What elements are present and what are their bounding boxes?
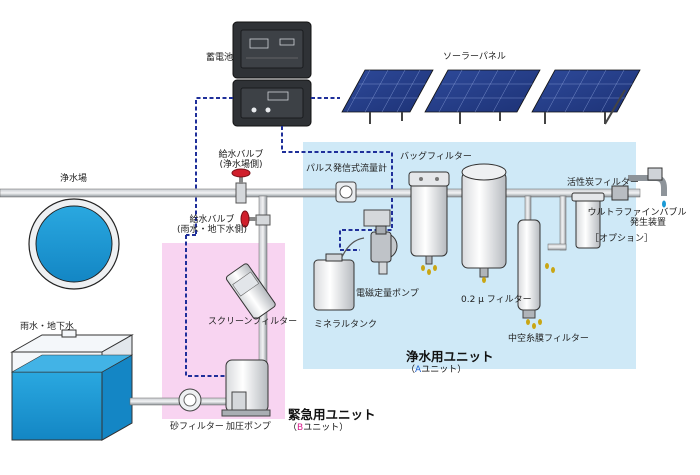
supply-valve-plant-label-1: 給水バルブ — [218, 150, 264, 160]
main-pipe — [0, 188, 641, 198]
bag-filter-label: バッグフィルター — [400, 152, 472, 162]
hollow-fiber-filter-label: 中空糸膜フィルター — [508, 334, 589, 344]
water-intake-label: 浄水場 — [60, 174, 88, 184]
screen-filter-label: スクリーンフィルター — [208, 317, 298, 327]
carbon-return-pipe — [547, 243, 567, 251]
option-label: ［オプション］ — [590, 234, 654, 244]
solar-panel — [531, 69, 641, 125]
unit-a-suffix: ユニット） — [421, 365, 467, 375]
screen-filter — [225, 263, 276, 320]
unit-a-title: 浄水用ユニット — [406, 349, 494, 364]
carbon-filter — [571, 192, 605, 249]
micron-filter-label: 0.2 μ フィルター — [461, 295, 532, 305]
water-intake-tank — [28, 198, 120, 290]
supply-valve-plant[interactable] — [231, 168, 251, 204]
supply-valve-rain[interactable] — [240, 210, 271, 228]
supply-valve-rain-label-1: 給水バルブ — [189, 215, 235, 225]
unit-a-prefix: （ — [406, 365, 416, 375]
sand-filter-label: 砂フィルター — [170, 422, 224, 432]
booster-pump — [221, 359, 271, 417]
ufb-label: ウルトラファインバブル 発生装置 — [587, 208, 686, 229]
ufb-label-1: ウルトラファインバブル — [587, 208, 687, 218]
battery-label: 蓄電池 — [206, 53, 234, 63]
mineral-tank-label: ミネラルタンク — [314, 320, 378, 330]
supply-valve-plant-label-2: (浄水場側) — [219, 160, 263, 171]
pulse-flowmeter — [335, 181, 357, 203]
unit-a-letter: A — [415, 365, 422, 375]
solar-panel-array — [341, 69, 641, 125]
sand-filter — [178, 388, 202, 412]
unit-b-suffix: ユニット） — [303, 423, 349, 433]
solar-panel-label: ソーラーパネル — [443, 52, 506, 62]
hollow-feed-pipe — [524, 195, 532, 221]
metering-pump-label: 電磁定量ポンプ — [356, 289, 419, 299]
ufb-label-2: 発生装置 — [629, 218, 667, 229]
pulse-flowmeter-label: パルス発信式流量計 — [306, 164, 388, 174]
rainwater-tank — [10, 329, 134, 441]
metering-pump — [363, 209, 398, 275]
micron-filter — [461, 163, 507, 283]
supply-valve-plant-label: 給水バルブ (浄水場側) — [218, 150, 263, 171]
unit-b-prefix: （ — [288, 423, 298, 433]
mineral-tank — [313, 237, 365, 311]
carbon-filter-label: 活性炭フィルター — [567, 178, 639, 188]
power-wiring — [185, 97, 393, 377]
booster-pump-label: 加圧ポンプ — [226, 422, 271, 432]
bag-filter — [408, 171, 450, 275]
unit-b-subtitle: （Bユニット） — [288, 420, 348, 433]
rain-ground-water-label: 雨水・地下水 — [20, 322, 75, 332]
ufb-device — [611, 167, 667, 208]
hollow-fiber-filter — [517, 219, 555, 329]
carbon-bypass-pipe — [559, 195, 567, 251]
solar-panel — [341, 69, 434, 124]
supply-valve-rain-label-2: (雨水・地下水側) — [176, 225, 248, 236]
supply-valve-rain-label: 給水バルブ (雨水・地下水側) — [177, 215, 247, 236]
unit-b-title: 緊急用ユニット — [288, 407, 376, 422]
battery-unit — [232, 21, 312, 127]
unit-a-subtitle: （Aユニット） — [406, 362, 466, 375]
solar-panel — [424, 69, 541, 124]
unit-b-letter: B — [297, 423, 304, 433]
